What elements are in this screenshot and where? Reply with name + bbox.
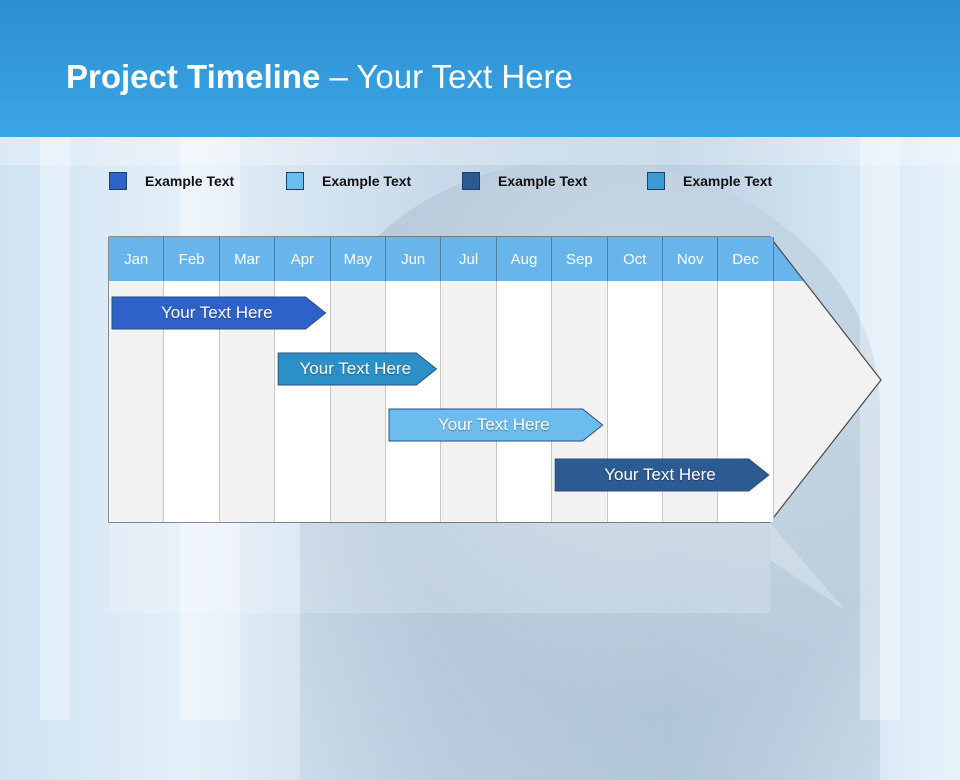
title-bold: Project Timeline <box>66 58 321 95</box>
month-header-sep: Sep <box>552 237 608 281</box>
month-header-jan: Jan <box>109 237 165 281</box>
month-header-oct: Oct <box>607 237 663 281</box>
title-bar: Project Timeline – Your Text Here <box>0 0 960 137</box>
page-title: Project Timeline – Your Text Here <box>66 58 573 96</box>
task-bar <box>111 296 327 330</box>
title-rest: – Your Text Here <box>320 58 573 95</box>
arrow-head-reflection <box>770 523 845 610</box>
legend-swatch <box>462 172 480 190</box>
month-column <box>441 281 497 522</box>
month-column <box>496 281 553 522</box>
legend-label: Example Text <box>322 173 412 189</box>
month-header-apr: Apr <box>275 237 331 281</box>
legend-item: Example Text <box>109 170 234 192</box>
month-column <box>330 281 386 522</box>
month-header-jun: Jun <box>386 237 442 281</box>
month-header-feb: Feb <box>164 237 220 281</box>
timeline-reflection <box>109 523 770 613</box>
legend-label: Example Text <box>498 173 588 189</box>
legend-swatch <box>647 172 665 190</box>
month-header-nov: Nov <box>663 237 719 281</box>
month-header-may: May <box>330 237 386 281</box>
task-bar <box>388 408 604 442</box>
month-header-mar: Mar <box>219 237 276 281</box>
task-bar <box>554 458 770 492</box>
header-band <box>0 137 960 165</box>
legend-swatch <box>109 172 127 190</box>
legend-item: Example Text <box>286 170 411 192</box>
task-bar <box>277 352 438 386</box>
legend-item: Example Text <box>647 170 772 192</box>
legend-item: Example Text <box>462 170 587 192</box>
month-header-dec: Dec <box>718 237 774 281</box>
background-stripe <box>860 137 900 720</box>
task-bars <box>111 296 770 492</box>
month-header-aug: Aug <box>496 237 553 281</box>
legend-swatch <box>286 172 304 190</box>
legend-label: Example Text <box>683 173 773 189</box>
background-stripe <box>40 137 70 720</box>
month-column <box>386 281 442 522</box>
legend-label: Example Text <box>145 173 235 189</box>
month-header-jul: Jul <box>441 237 497 281</box>
